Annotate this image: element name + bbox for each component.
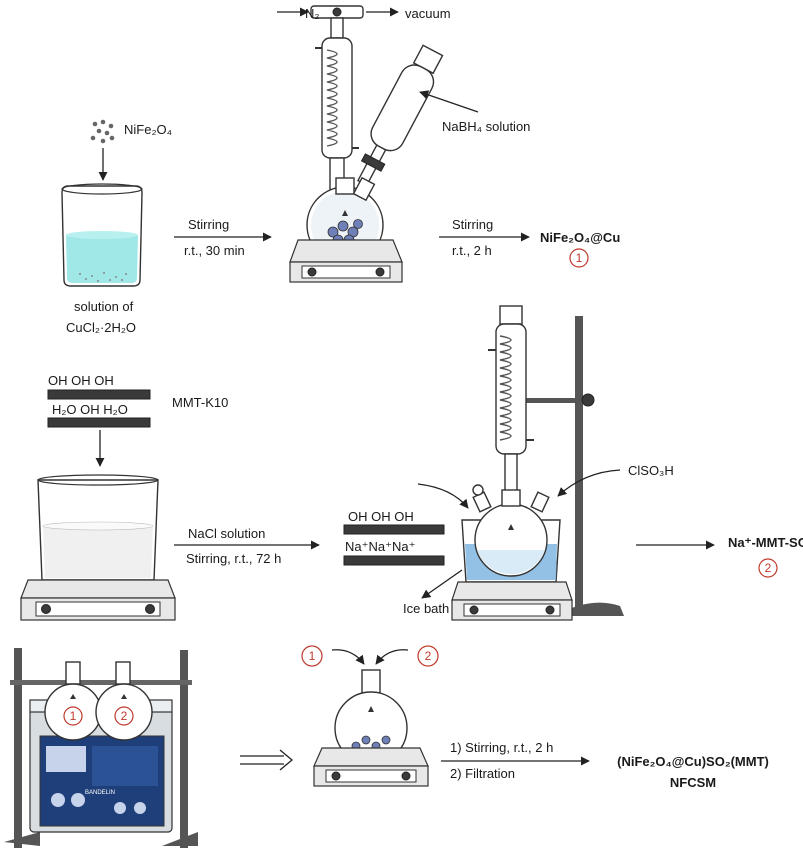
- input1-number: 1: [309, 649, 316, 663]
- beaker-cucl2-icon: [61, 183, 143, 287]
- na-mmt-oh-row: OH OH OH: [348, 509, 414, 524]
- product1-number: 1: [576, 251, 583, 265]
- input1-number-circle: [301, 645, 323, 667]
- ice-bath-arrow: [421, 569, 463, 599]
- nacl-condition-2: Stirring, r.t., 72 h: [186, 551, 281, 566]
- reflux-apparatus-icon: [277, 5, 479, 283]
- flask1-number: 1: [70, 709, 77, 723]
- final-product-abbrev: NFCSM: [670, 775, 716, 790]
- input2-arrow: [375, 649, 409, 665]
- clso3h-arrow: [557, 469, 621, 497]
- nife2o4-particles-icon: [90, 119, 115, 144]
- mmt-layer-top: [47, 389, 151, 400]
- na-mmt-layer-bottom: [343, 555, 445, 566]
- step2-condition-2: r.t., 2 h: [452, 243, 492, 258]
- vacuum-label: vacuum: [405, 6, 451, 21]
- double-arrow-icon: [240, 749, 294, 771]
- solution-label-line1: solution of: [74, 299, 134, 314]
- beaker-mmt-icon: [20, 474, 176, 621]
- final-flask-icon: [313, 669, 429, 787]
- na-mmt-layer-top: [343, 524, 445, 535]
- nabh4-label: NaBH₄ solution: [442, 119, 530, 134]
- transfer-arrow: [417, 483, 469, 509]
- sonicator-brand: BANDELIN: [85, 790, 115, 796]
- product1-label: NiFe₂O₄@Cu: [540, 230, 620, 245]
- product1-number-circle: [569, 248, 589, 268]
- input2-number-circle: [417, 645, 439, 667]
- step1-condition-2: r.t., 30 min: [184, 243, 245, 258]
- mmt-h2o-row: H₂O OH H₂O: [52, 402, 128, 417]
- mmt-k10-label: MMT-K10: [172, 395, 228, 410]
- product2-label: Na⁺-MMT-SO₃H: [728, 535, 803, 550]
- product2-number: 2: [765, 561, 772, 575]
- step1-condition-1: Stirring: [188, 217, 229, 232]
- input2-number: 2: [425, 649, 432, 663]
- final-condition-2: 2) Filtration: [450, 766, 515, 781]
- flask2-number: 2: [121, 709, 128, 723]
- product2-number-circle: [758, 558, 778, 578]
- nife2o4-label: NiFe₂O₄: [124, 122, 172, 137]
- final-product-label: (NiFe₂O₄@Cu)SO₂(MMT): [617, 754, 769, 769]
- n2-label: N₂: [305, 6, 319, 21]
- clso3h-label: ClSO₃H: [628, 463, 674, 478]
- final-condition-1: 1) Stirring, r.t., 2 h: [450, 740, 553, 755]
- ice-bath-label: Ice bath: [403, 601, 449, 616]
- solution-label-line2: CuCl₂·2H₂O: [66, 320, 136, 335]
- mmt-oh-row: OH OH OH: [48, 373, 114, 388]
- na-mmt-na-row: Na⁺Na⁺Na⁺: [345, 539, 415, 554]
- nacl-condition-1: NaCl solution: [188, 526, 265, 541]
- flask1-number-circle: [63, 706, 83, 726]
- ultrasonic-bath-icon: [4, 648, 198, 848]
- flask2-number-circle: [114, 706, 134, 726]
- reflux-ice-bath-apparatus-icon: [451, 305, 624, 621]
- input1-arrow: [331, 649, 365, 665]
- mmt-layer-bottom: [47, 417, 151, 428]
- step2-condition-1: Stirring: [452, 217, 493, 232]
